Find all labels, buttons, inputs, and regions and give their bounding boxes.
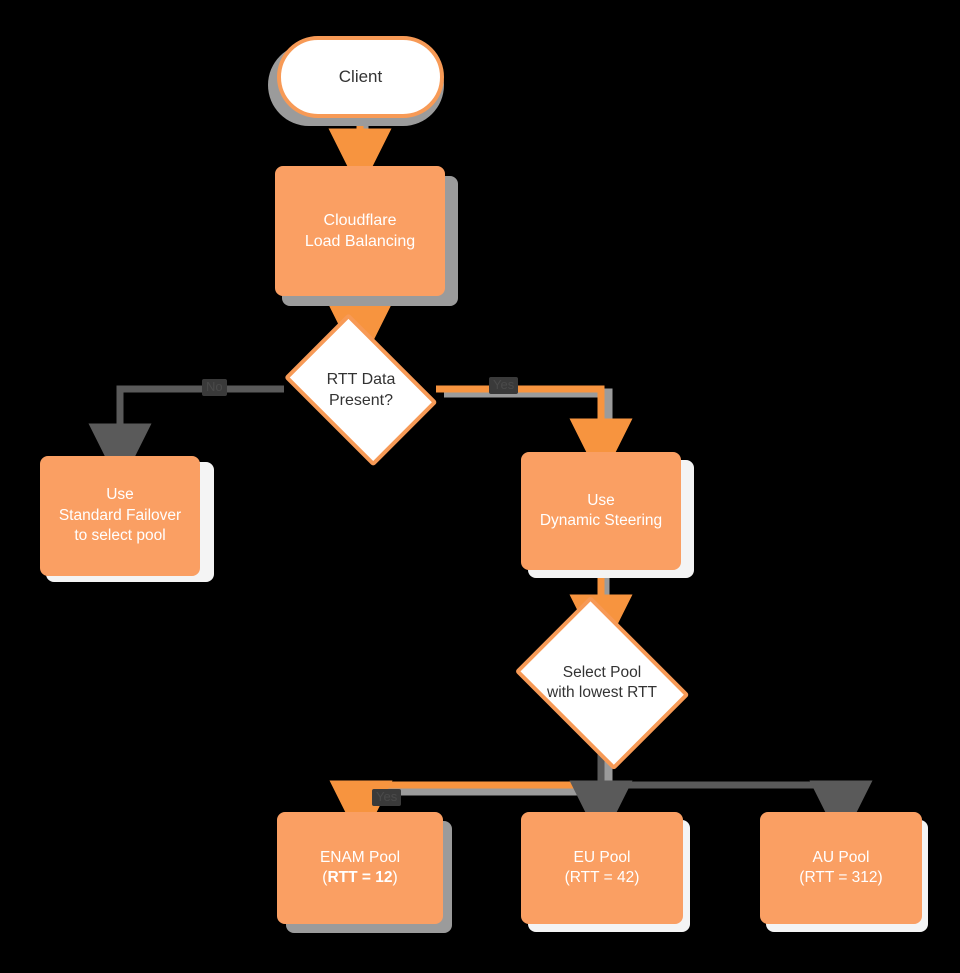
node-au-pool-paren-open: ( — [799, 869, 805, 886]
node-au-pool-label: AU Pool (RTT = 312) — [793, 848, 888, 889]
node-eu-pool-metric: RTT = 42 — [569, 869, 635, 886]
node-select-pool[interactable]: Select Pool with lowest RTT — [513, 595, 691, 771]
node-eu-pool-paren-open: ( — [564, 869, 570, 886]
edge-label-no: No — [202, 379, 227, 396]
node-eu-pool-title: EU Pool — [573, 848, 631, 866]
node-standard-failover[interactable]: Use Standard Failover to select pool — [40, 456, 200, 576]
node-eu-pool-label: EU Pool(RTT = 42) — [559, 848, 646, 889]
node-au-pool[interactable]: AU Pool (RTT = 312) — [760, 812, 922, 924]
node-enam-pool-label: ENAM Pool (RTT = 12) — [314, 848, 406, 889]
node-load-balancing[interactable]: Cloudflare Load Balancing — [275, 166, 445, 296]
node-rtt-decision-label: RTT Data Present? — [326, 370, 396, 409]
edge-rtt-decision-yes-to-dynamic-steering — [436, 385, 633, 482]
node-enam-pool-title: ENAM Pool — [319, 848, 401, 866]
node-enam-pool-paren-close: ) — [392, 869, 398, 886]
node-client[interactable]: Client — [277, 36, 444, 118]
node-rtt-decision[interactable]: RTT Data Present? — [281, 313, 441, 467]
node-eu-pool[interactable]: EU Pool(RTT = 42) — [521, 812, 683, 924]
node-load-balancing-label: Cloudflare Load Balancing — [304, 211, 416, 250]
edge-select-pool-to-enam-pool — [329, 748, 613, 844]
node-client-label: Client — [338, 66, 383, 86]
node-enam-pool[interactable]: ENAM Pool (RTT = 12) — [277, 812, 443, 924]
edge-label-select-yes: Yes — [372, 789, 402, 806]
edge-label-yes: Yes — [489, 377, 519, 394]
node-enam-pool-metric: RTT = 12 — [327, 869, 393, 886]
edge-rtt-decision-no-to-standard-failover — [88, 385, 284, 487]
edge-select-pool-to-au-pool — [601, 780, 873, 844]
node-enam-pool-paren-open: ( — [322, 869, 328, 886]
node-dynamic-steering[interactable]: Use Dynamic Steering — [521, 452, 681, 570]
node-au-pool-paren-close: ) — [877, 869, 883, 886]
node-select-pool-label: Select Pool with lowest RTT — [547, 663, 657, 701]
node-dynamic-steering-label: Use Dynamic Steering — [539, 491, 663, 529]
node-eu-pool-paren-close: ) — [634, 869, 640, 886]
node-au-pool-title: AU Pool — [812, 848, 870, 866]
node-au-pool-metric: RTT = 312 — [804, 869, 878, 886]
node-standard-failover-label: Use Standard Failover to select pool — [58, 486, 182, 545]
